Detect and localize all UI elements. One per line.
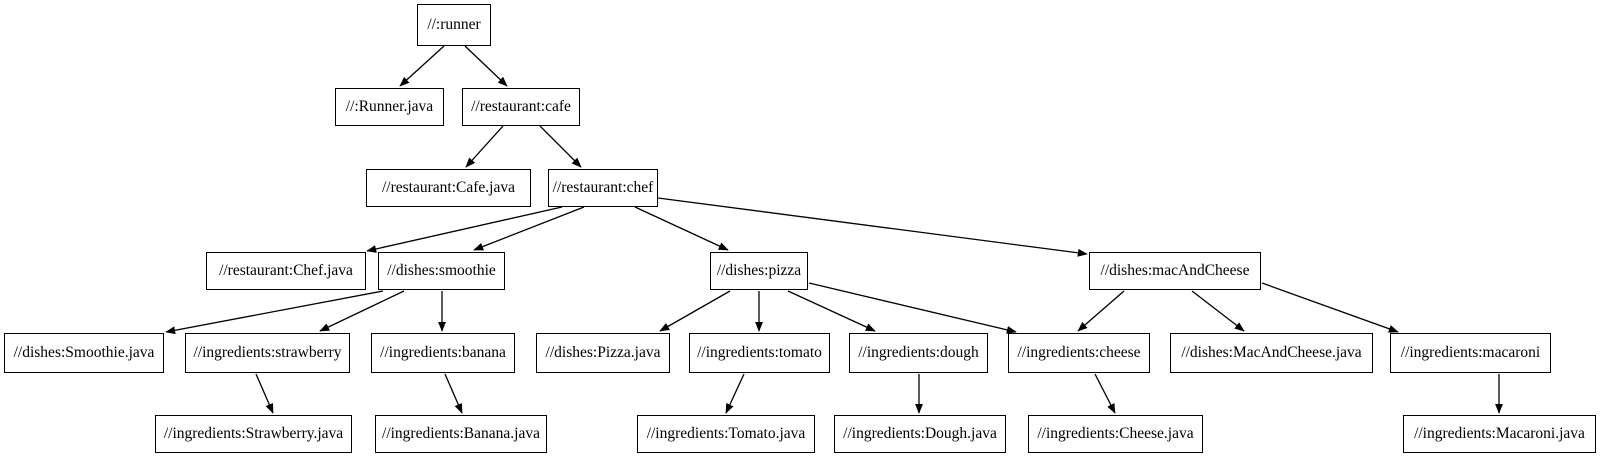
graph-node-ing_banana[interactable]: //ingredients:banana [371,333,515,373]
graph-edge-restaurant_chef-to-dishes_smoothie [473,206,585,251]
graph-edge-dishes_pizza-to-ing_cheese [808,282,1017,334]
graph-edge-dishes_macandchz-to-macandchz_java [1191,290,1245,332]
graph-edge-dishes_pizza-to-ing_dough [787,290,876,332]
graph-edge-ing_banana-to-banana_java [444,373,463,414]
graph-node-label: //dishes:pizza [716,262,802,280]
graph-edge-ing_strawberry-to-strawberry_java [255,373,274,414]
graph-node-dishes_pizza[interactable]: //dishes:pizza [710,252,808,290]
graph-node-label: //dishes:MacAndCheese.java [1181,344,1362,362]
graph-node-label: //ingredients:cheese [1017,344,1141,362]
graph-node-ing_strawberry[interactable]: //ingredients:strawberry [185,333,350,373]
graph-node-cafe_java[interactable]: //restaurant:Cafe.java [366,169,531,207]
graph-edge-ing_tomato-to-tomato_java [725,373,745,414]
graph-node-restaurant_chef[interactable]: //restaurant:chef [548,169,658,207]
graph-node-tomato_java[interactable]: //ingredients:Tomato.java [637,415,815,453]
graph-node-label: //ingredients:Macaroni.java [1414,425,1585,443]
graph-edge-runner-to-runner_java [399,45,445,87]
graph-node-label: //ingredients:macaroni [1400,344,1541,362]
graph-node-banana_java[interactable]: //ingredients:Banana.java [375,415,547,453]
graph-node-cheese_java[interactable]: //ingredients:Cheese.java [1028,415,1203,453]
graph-edge-ing_cheese-to-cheese_java [1094,373,1116,414]
graph-edge-restaurant_cafe-to-cafe_java [465,125,504,168]
graph-node-label: //restaurant:cafe [471,98,571,116]
graph-node-label: //dishes:Smoothie.java [13,344,155,362]
graph-node-ing_tomato[interactable]: //ingredients:tomato [689,333,830,373]
graph-edge-dishes_smoothie-to-smoothie_java [165,290,384,335]
graph-node-dough_java[interactable]: //ingredients:Dough.java [834,415,1006,453]
graph-node-label: //ingredients:banana [380,344,506,362]
graph-node-label: //ingredients:Banana.java [382,425,540,443]
graph-node-ing_dough[interactable]: //ingredients:dough [849,333,988,373]
graph-node-ing_macaroni[interactable]: //ingredients:macaroni [1390,333,1551,373]
graph-node-dishes_macandchz[interactable]: //dishes:macAndCheese [1089,252,1261,290]
graph-edge-restaurant_chef-to-dishes_pizza [634,206,729,251]
graph-node-runner[interactable]: //:runner [417,4,491,46]
graph-node-label: //ingredients:Strawberry.java [163,425,344,443]
graph-node-label: //ingredients:Cheese.java [1037,425,1194,443]
graph-node-label: //restaurant:chef [552,179,654,197]
graph-edge-dishes_macandchz-to-ing_cheese [1077,290,1125,332]
graph-node-ing_cheese[interactable]: //ingredients:cheese [1008,333,1150,373]
graph-node-dishes_smoothie[interactable]: //dishes:smoothie [378,252,505,290]
graph-edge-dishes_smoothie-to-ing_strawberry [319,290,405,332]
graph-node-smoothie_java[interactable]: //dishes:Smoothie.java [4,333,164,373]
graph-edge-dishes_pizza-to-pizza_java [659,290,731,332]
graph-node-label: //restaurant:Chef.java [219,262,353,280]
graph-node-label: //dishes:macAndCheese [1100,262,1250,280]
graph-node-label: //:Runner.java [345,98,434,116]
graph-edge-restaurant_chef-to-chef_java [366,206,563,253]
graph-edge-restaurant_chef-to-dishes_macandchz [657,197,1088,257]
graph-edge-dishes_macandchz-to-ing_macaroni [1261,282,1399,333]
graph-node-label: //dishes:smoothie [387,262,496,280]
graph-node-runner_java[interactable]: //:Runner.java [335,88,444,126]
graph-node-restaurant_cafe[interactable]: //restaurant:cafe [462,88,580,126]
graph-node-label: //:runner [427,16,481,34]
graph-edge-restaurant_cafe-to-restaurant_chef [539,125,582,168]
graph-node-macaroni_java[interactable]: //ingredients:Macaroni.java [1403,415,1596,453]
graph-edge-runner-to-restaurant_cafe [464,45,508,87]
graph-node-label: //dishes:Pizza.java [545,344,661,362]
graph-node-chef_java[interactable]: //restaurant:Chef.java [206,252,366,290]
graph-node-macandchz_java[interactable]: //dishes:MacAndCheese.java [1170,333,1373,373]
graph-node-label: //ingredients:dough [858,344,979,362]
graph-node-pizza_java[interactable]: //dishes:Pizza.java [536,333,670,373]
graph-node-label: //ingredients:tomato [697,344,822,362]
graph-node-label: //restaurant:Cafe.java [382,179,515,197]
graph-node-label: //ingredients:strawberry [193,344,342,362]
graph-node-strawberry_java[interactable]: //ingredients:Strawberry.java [155,415,352,453]
graph-node-label: //ingredients:Tomato.java [646,425,806,443]
graph-node-label: //ingredients:Dough.java [843,425,997,443]
